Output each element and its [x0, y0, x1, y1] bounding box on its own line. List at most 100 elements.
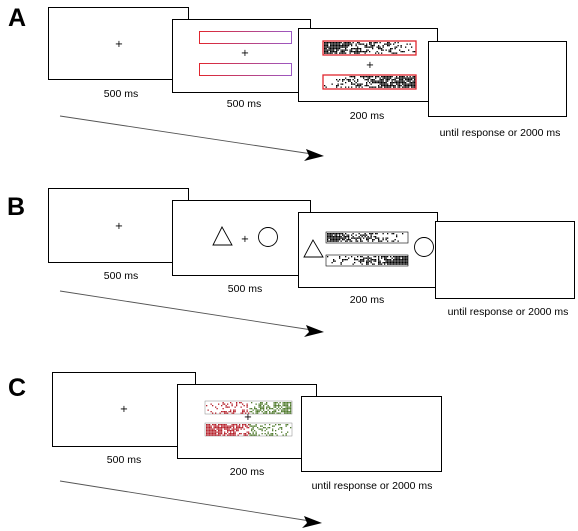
noise-dot — [382, 80, 384, 82]
noise-dot — [218, 431, 220, 433]
noise-dot — [331, 240, 333, 242]
noise-dot — [384, 262, 386, 264]
noise-dot — [228, 425, 230, 427]
noise-dot — [408, 77, 410, 79]
noise-dot — [364, 234, 366, 236]
noise-dot — [225, 433, 227, 435]
noise-dot — [207, 409, 209, 411]
noise-dot — [348, 42, 350, 44]
noise-dot — [405, 86, 407, 88]
noise-dot — [330, 42, 332, 44]
noise-dot — [361, 240, 363, 242]
noise-dot — [230, 425, 232, 427]
noise-dot — [258, 428, 260, 430]
noise-dot — [397, 86, 399, 88]
noise-dot — [251, 408, 253, 410]
noise-dot — [406, 85, 408, 87]
noise-dot — [264, 403, 266, 405]
panel-c-stimulus-screen: + — [177, 384, 317, 459]
noise-dot — [399, 80, 401, 82]
noise-dot — [414, 79, 416, 81]
noise-dot — [343, 79, 345, 81]
noise-dot — [342, 80, 344, 82]
noise-dot — [355, 52, 357, 54]
noise-dot — [330, 45, 332, 47]
noise-dot — [227, 431, 229, 433]
noise-dot — [414, 77, 416, 79]
noise-dot — [290, 409, 292, 411]
noise-dot — [391, 80, 393, 82]
noise-dot — [325, 51, 327, 53]
noise-dot — [355, 51, 357, 53]
noise-dot — [369, 82, 371, 84]
noise-dot — [345, 237, 347, 239]
noise-dot — [209, 425, 211, 427]
noise-dot — [336, 45, 338, 47]
noise-dot — [336, 46, 338, 48]
noise-dot — [237, 434, 239, 436]
panel-b-cue-screen: + — [172, 200, 311, 276]
noise-dot — [399, 85, 401, 87]
noise-dot — [375, 259, 377, 261]
noise-dot — [372, 48, 374, 50]
noise-dot — [400, 77, 402, 79]
noise-dot — [260, 409, 262, 411]
noise-dot — [391, 52, 393, 54]
noise-dot — [406, 256, 408, 258]
noise-dot — [357, 48, 359, 50]
noise-dot — [331, 233, 333, 235]
noise-dot — [330, 43, 332, 45]
noise-dot — [387, 45, 389, 47]
noise-dot — [228, 434, 230, 436]
noise-dot — [290, 403, 292, 405]
noise-dot — [346, 45, 348, 47]
noise-dot — [405, 85, 407, 87]
noise-dot — [215, 412, 217, 414]
noise-dot — [391, 79, 393, 81]
noise-dot — [339, 234, 341, 236]
noise-dot — [394, 82, 396, 84]
noise-dot — [219, 427, 221, 429]
noise-dot — [336, 85, 338, 87]
noise-dot — [230, 411, 232, 413]
noise-dot — [234, 431, 236, 433]
noise-dot — [276, 434, 278, 436]
noise-dot — [236, 425, 238, 427]
noise-dot — [216, 431, 218, 433]
noise-dot — [394, 239, 396, 241]
noise-dot — [261, 433, 263, 435]
noise-dot — [333, 236, 335, 238]
noise-dot — [373, 79, 375, 81]
noise-dot — [378, 237, 380, 239]
panel-b-letter: B — [7, 193, 26, 221]
noise-dot — [343, 239, 345, 241]
noise-dot — [324, 42, 326, 44]
noise-dot — [278, 405, 280, 407]
noise-dot — [236, 402, 238, 404]
noise-dot — [285, 408, 287, 410]
noise-dot — [243, 428, 245, 430]
noise-dot — [409, 79, 411, 81]
noise-dot — [408, 83, 410, 85]
noise-dot — [402, 76, 404, 78]
noise-dot — [231, 430, 233, 432]
noise-dot — [273, 402, 275, 404]
noise-dot — [348, 236, 350, 238]
noise-dot — [328, 49, 330, 51]
noise-dot — [254, 406, 256, 408]
noise-dot — [381, 52, 383, 54]
noise-dot — [330, 233, 332, 235]
noise-dot — [349, 51, 351, 53]
noise-dot — [402, 82, 404, 84]
noise-dot — [330, 46, 332, 48]
noise-dot — [212, 430, 214, 432]
noise-dot — [403, 262, 405, 264]
noise-dot — [258, 405, 260, 407]
noise-dot — [382, 76, 384, 78]
noise-dot — [287, 431, 289, 433]
noise-dot — [339, 237, 341, 239]
panel-a-cue-screen: + — [172, 19, 311, 93]
noise-dot — [370, 76, 372, 78]
noise-dot — [402, 256, 404, 258]
noise-dot — [385, 80, 387, 82]
